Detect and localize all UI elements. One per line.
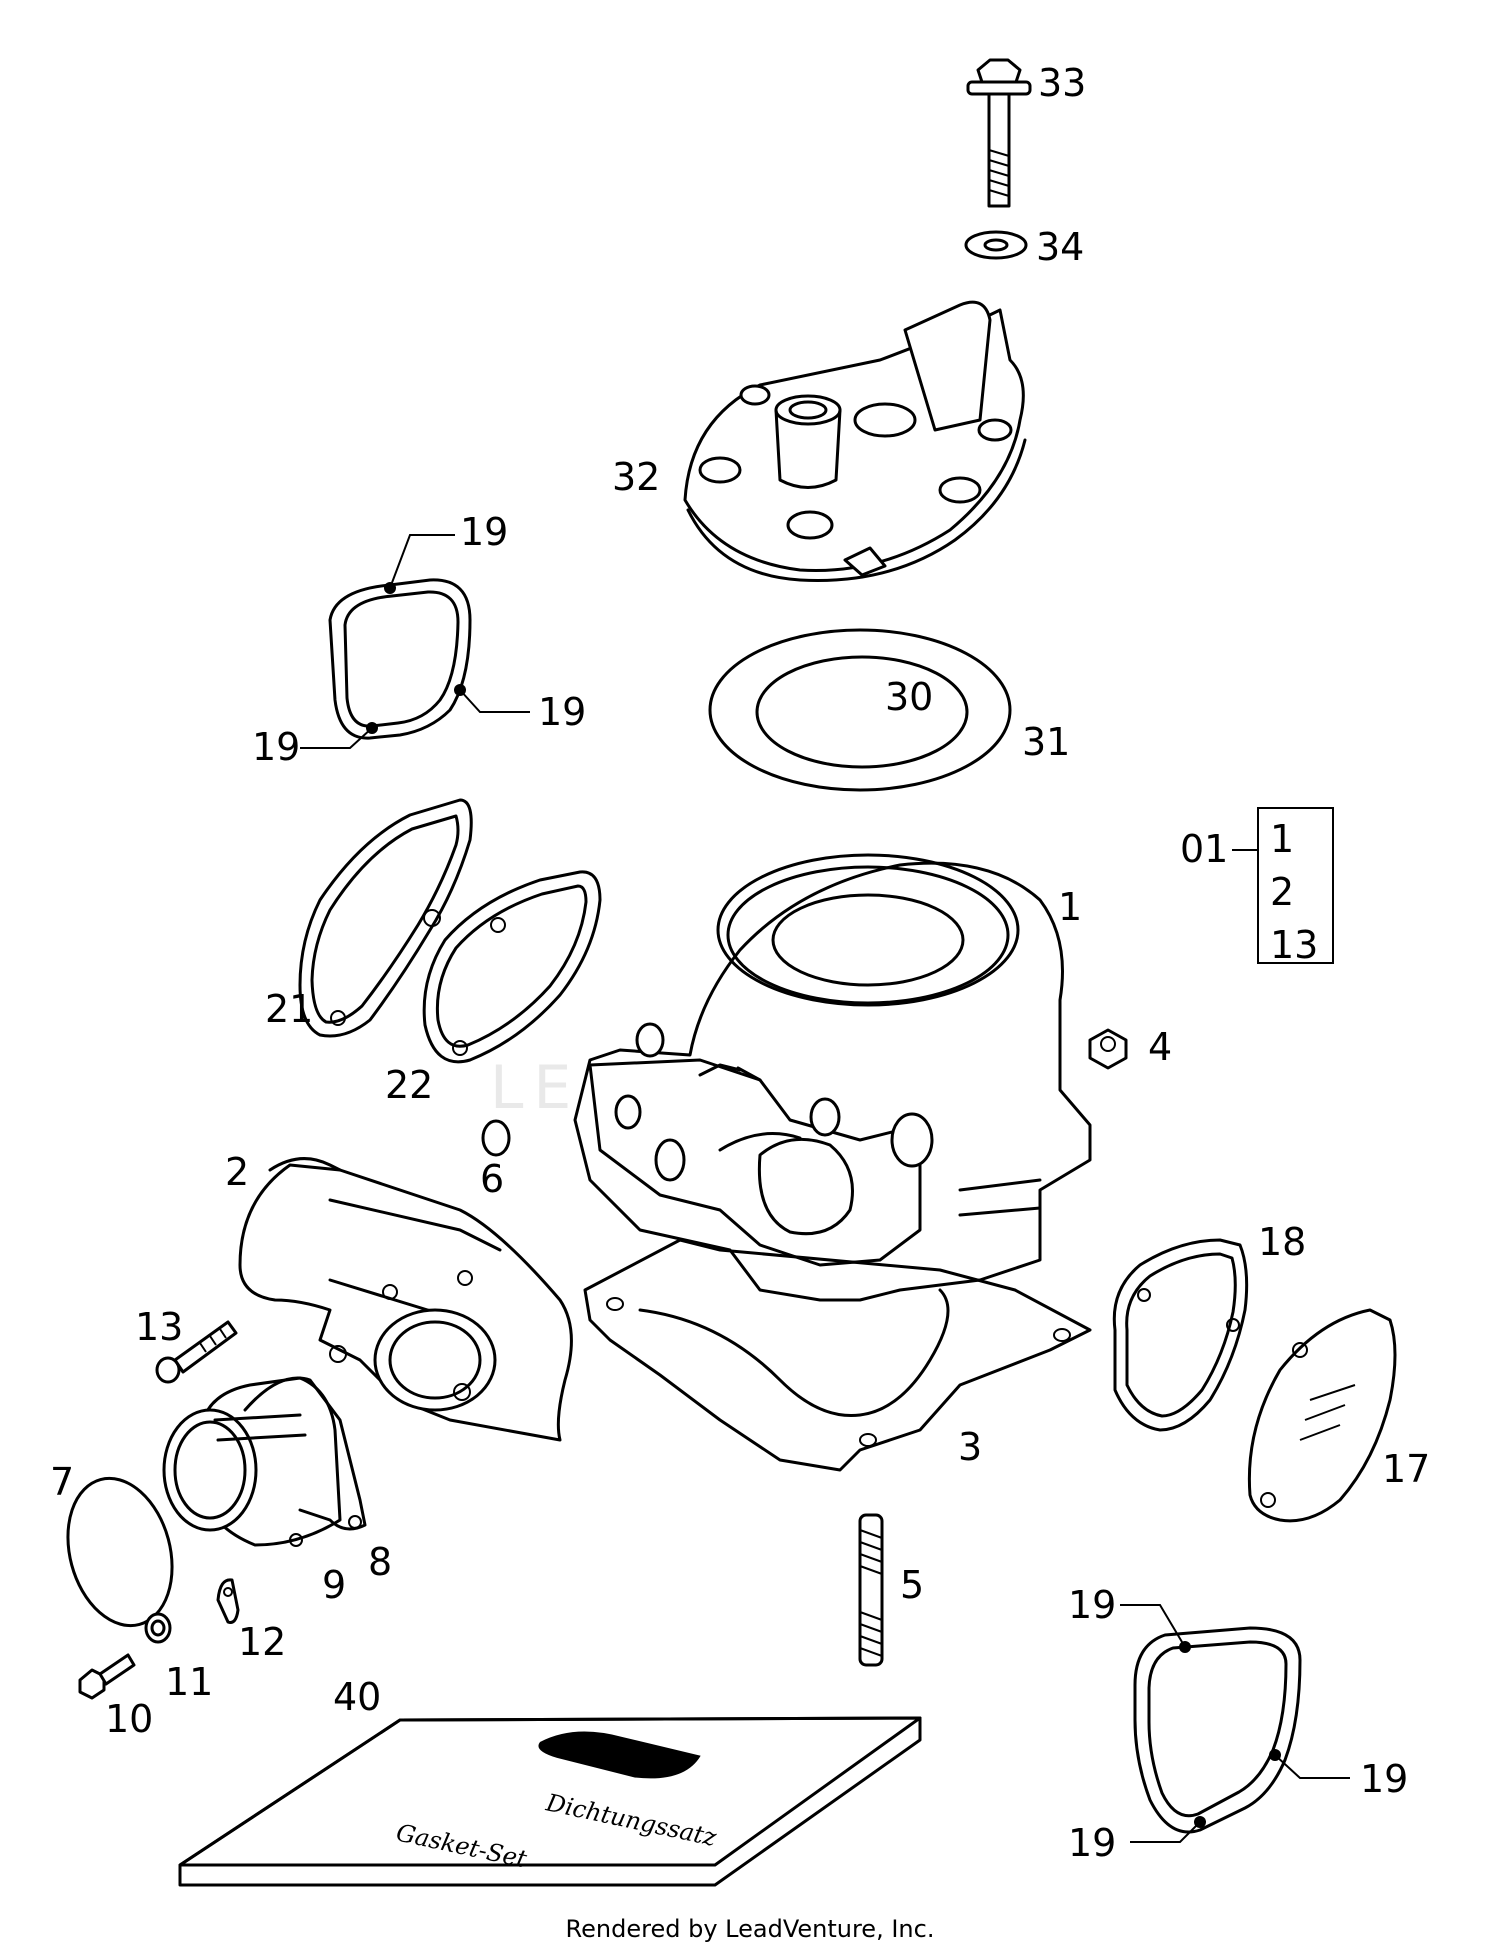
- part-34-washer[interactable]: [964, 230, 1028, 260]
- part-19-gasket-lower[interactable]: [1120, 1604, 1350, 1843]
- callout-19-top: 19: [460, 510, 508, 554]
- callout-10: 10: [105, 1697, 153, 1741]
- callout-11: 11: [165, 1660, 213, 1704]
- callout-1: 1: [1058, 885, 1082, 929]
- ktm-logo: [538, 1731, 701, 1779]
- part-9-exhaust-flange[interactable]: [162, 1376, 342, 1547]
- callout-40: 40: [333, 1675, 381, 1719]
- part-21-gasket[interactable]: [298, 798, 473, 1038]
- callout-8: 8: [368, 1540, 392, 1584]
- part-33-bolt[interactable]: [966, 58, 1032, 208]
- callout-3: 3: [958, 1425, 982, 1469]
- part-11-washer[interactable]: [144, 1612, 172, 1644]
- part-6-o-ring[interactable]: [481, 1119, 511, 1157]
- callout-19-right: 19: [538, 690, 586, 734]
- part-32-cylinder-head[interactable]: [683, 300, 1027, 582]
- callout-12: 12: [238, 1620, 286, 1664]
- part-18-gasket[interactable]: [1112, 1238, 1249, 1432]
- callout-4: 4: [1148, 1025, 1172, 1069]
- callout-6: 6: [480, 1157, 504, 1201]
- callout-22: 22: [385, 1063, 433, 1107]
- kit-01-box: [1232, 807, 1334, 964]
- callout-33: 33: [1038, 61, 1086, 105]
- part-10-bolt[interactable]: [78, 1653, 136, 1700]
- callout-32: 32: [612, 455, 660, 499]
- callout-30: 30: [885, 675, 933, 719]
- callout-19-lower-right: 19: [1360, 1757, 1408, 1801]
- part-5-stud[interactable]: [858, 1513, 884, 1667]
- part-22-gasket[interactable]: [422, 870, 602, 1064]
- callout-19-left: 19: [252, 725, 300, 769]
- callout-18: 18: [1258, 1220, 1306, 1264]
- callout-01: 01: [1180, 827, 1228, 871]
- callout-2: 2: [225, 1150, 249, 1194]
- part-19-gasket-upper[interactable]: [300, 534, 530, 749]
- callout-7: 7: [50, 1460, 74, 1504]
- part-1-cylinder[interactable]: [573, 853, 1092, 1302]
- part-8-gasket[interactable]: [243, 1376, 367, 1531]
- callout-19-lower-left: 19: [1068, 1821, 1116, 1865]
- part-31-head-gasket[interactable]: [708, 628, 1012, 792]
- callout-13: 13: [135, 1305, 183, 1349]
- callout-21: 21: [265, 987, 313, 1031]
- part-3-base-gasket[interactable]: [583, 1238, 1092, 1472]
- part-7-o-ring[interactable]: [52, 1467, 187, 1638]
- part-17-cover[interactable]: [1247, 1308, 1397, 1523]
- part-12-clip[interactable]: [216, 1578, 240, 1624]
- callout-34: 34: [1036, 225, 1084, 269]
- kit-item-1: 1: [1270, 817, 1294, 861]
- part-2-exhaust-manifold[interactable]: [238, 1157, 573, 1442]
- part-30-o-ring[interactable]: [755, 655, 969, 769]
- kit-item-2: 2: [1270, 870, 1294, 914]
- callout-5: 5: [900, 1563, 924, 1607]
- callout-17: 17: [1382, 1447, 1430, 1491]
- kit-item-13: 13: [1270, 923, 1318, 967]
- footer-credit: Rendered by LeadVenture, Inc.: [566, 1915, 935, 1943]
- callout-19-lower-top: 19: [1068, 1583, 1116, 1627]
- part-40-gasket-set[interactable]: Dichtungssatz Gasket-Set: [178, 1716, 922, 1887]
- part-13-screw[interactable]: [155, 1320, 238, 1384]
- part-4-nut[interactable]: [1088, 1028, 1128, 1070]
- callout-9: 9: [322, 1563, 346, 1607]
- callout-31: 31: [1022, 720, 1070, 764]
